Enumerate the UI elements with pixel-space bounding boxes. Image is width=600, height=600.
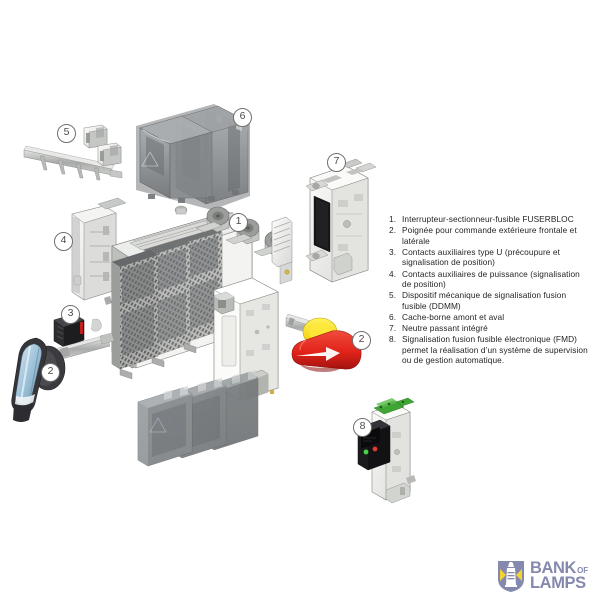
part-red-yellow-handle	[285, 313, 362, 372]
callout-7: 7	[327, 153, 346, 172]
legend-item-text: Signalisation fusion fusible électroniqu…	[402, 334, 588, 366]
legend-item-number: 8.	[389, 334, 397, 345]
led-green	[363, 449, 369, 455]
legend-item-number: 6.	[389, 311, 397, 322]
handle-shaft-grey	[55, 332, 115, 361]
legend-item-number: 4.	[389, 268, 397, 279]
legend-list: 1. Interrupteur-sectionneur-fusible FUSE…	[389, 214, 589, 366]
legend-item-number: 7.	[389, 323, 397, 334]
right-terminal-fins	[271, 216, 293, 285]
part-type-u-auxiliary-contact	[53, 313, 115, 361]
legend-item: 6. Cache-borne amont et aval	[389, 312, 589, 323]
legend-item-number: 3.	[389, 246, 397, 257]
callout-5: 5	[57, 124, 76, 143]
part-upper-terminal-shroud	[136, 104, 250, 215]
legend-item-text: Neutre passant intégré	[402, 323, 488, 334]
part-integrated-neutral-pole	[305, 158, 377, 283]
lighthouse-shield-icon	[498, 561, 524, 592]
callout-3: 3	[61, 305, 80, 324]
callout-2-grey-handle: 2	[41, 363, 60, 382]
legend-item: 5. Dispositif mécanique de signalisation…	[389, 290, 589, 311]
legend-item: 7. Neutre passant intégré	[389, 323, 589, 334]
callout-8: 8	[353, 418, 372, 437]
legend-item-text: Interrupteur-sectionneur-fusible FUSERBL…	[402, 214, 574, 224]
legend-item: 2. Poignée pour commande extérieure fron…	[389, 225, 589, 246]
part-fmd-indicator-module	[357, 397, 416, 504]
legend-item-number: 1.	[389, 214, 397, 224]
part-ddmm-clip-b	[97, 142, 122, 167]
part-ddmm-clip-a	[83, 124, 108, 149]
legend-item-number: 5.	[389, 290, 397, 301]
legend-item-text: Contacts auxiliaires type U (précoupure …	[402, 246, 560, 268]
watermark: BANK OF LAMPS	[496, 556, 596, 596]
callout-4: 4	[54, 232, 73, 251]
legend-item: 1. Interrupteur-sectionneur-fusible FUSE…	[389, 214, 589, 225]
legend-item-text: Cache-borne amont et aval	[402, 311, 505, 322]
led-red	[372, 446, 378, 452]
legend-item-text: Contacts auxiliaires de puissance (signa…	[402, 268, 580, 290]
legend-item-number: 2.	[389, 225, 397, 236]
legend-item-text: Dispositif mécanique de signalisation fu…	[402, 290, 567, 311]
watermark-line1: BANK	[530, 558, 577, 577]
watermark-superscript: OF	[577, 566, 589, 576]
part-grey-blue-handle	[11, 337, 66, 422]
legend-item: 4. Contacts auxiliaires de puissance (si…	[389, 269, 589, 290]
legend-item-text: Poignée pour commande extérieure frontal…	[402, 225, 577, 246]
legend-item: 3. Contacts auxiliaires type U (précoupu…	[389, 247, 589, 268]
square-drive-coupler	[213, 291, 235, 315]
part-lower-terminal-shroud	[137, 370, 259, 467]
part-power-auxiliary-contact	[71, 197, 127, 305]
callout-1: 1	[229, 213, 248, 232]
handle-red-body	[291, 330, 362, 372]
watermark-line2: LAMPS	[530, 574, 586, 592]
part-ddmm-indicator-bar	[23, 145, 123, 181]
part-main-fuse-switch-body	[111, 206, 293, 401]
legend-item: 8. Signalisation fusion fusible électron…	[389, 334, 589, 366]
callout-6: 6	[233, 108, 252, 127]
shroud-screw	[174, 205, 188, 215]
green-terminal-blocks	[373, 397, 415, 415]
callout-2-red-handle: 2	[352, 331, 371, 350]
